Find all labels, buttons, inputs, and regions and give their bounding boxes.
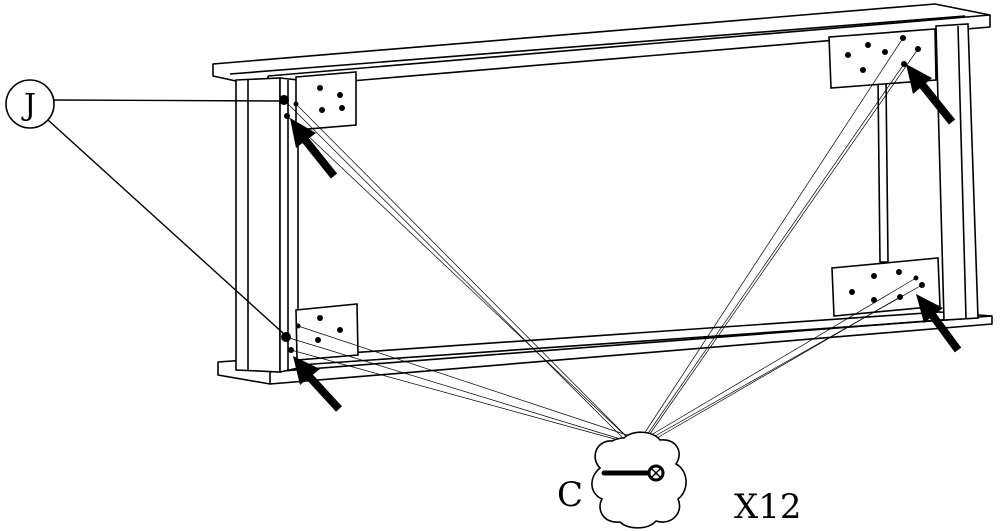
part-c-label: C — [557, 475, 583, 515]
pointer-arrow-icon — [906, 64, 956, 125]
screw-holes — [279, 35, 925, 353]
screw-in-bag-icon — [591, 431, 687, 529]
quantity-label: X12 — [734, 487, 801, 527]
part-j-circle — [5, 79, 55, 129]
part-j-callout: J — [5, 79, 285, 335]
pointer-arrow-icon — [916, 294, 962, 353]
part-j-label: J — [21, 88, 36, 123]
left-post — [235, 77, 299, 373]
bracket-bottom-left — [295, 303, 359, 361]
pointer-arrows — [290, 64, 962, 412]
bottom-rail — [217, 311, 993, 385]
pointer-arrow-icon — [290, 118, 338, 179]
top-rail — [212, 3, 991, 89]
bracket-bottom-right — [831, 257, 941, 317]
pointer-arrow-icon — [293, 356, 342, 412]
leader-lines — [283, 37, 923, 444]
